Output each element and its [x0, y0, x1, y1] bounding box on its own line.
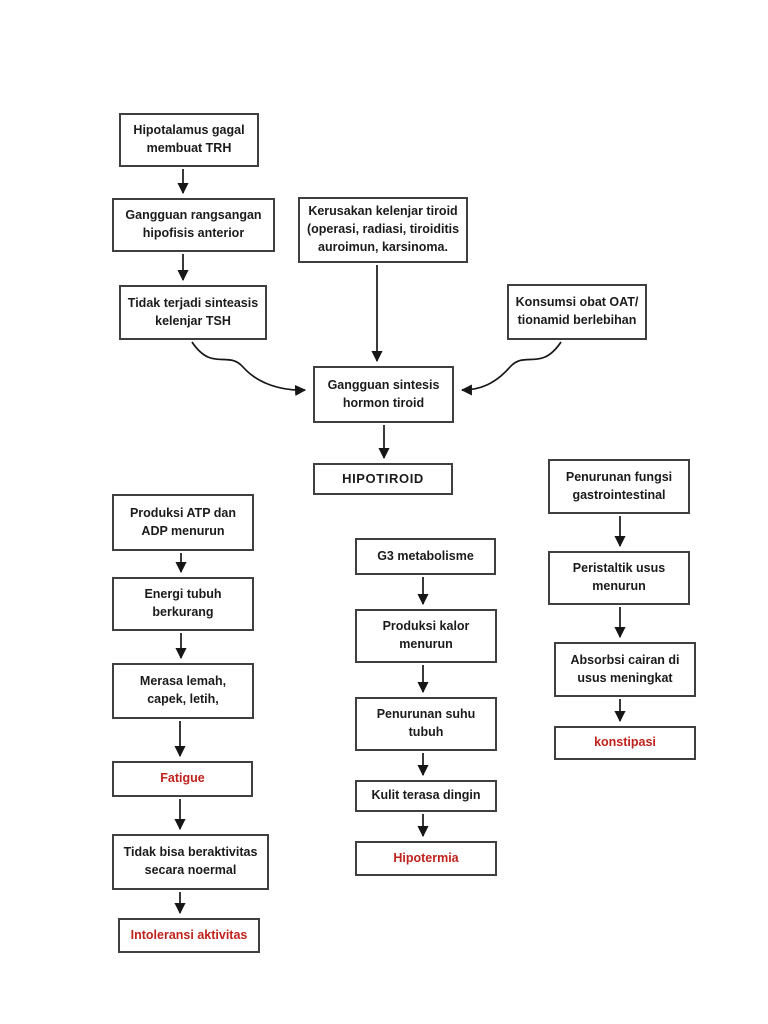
node-tidak-bisa-beraktivitas: Tidak bisa beraktivitas secara noermal — [112, 834, 269, 890]
node-hipotalamus-gagal-membuat-trh: Hipotalamus gagal membuat TRH — [119, 113, 259, 167]
node-merasa-lemah-capek-letih: Merasa lemah, capek, letih, — [112, 663, 254, 719]
node-gangguan-sintesis-hormon: Gangguan sintesis hormon tiroid — [313, 366, 454, 423]
arrow-connector-curved — [460, 341, 562, 396]
node-produksi-kalor-menurun: Produksi kalor menurun — [355, 609, 497, 663]
node-kulit-terasa-dingin: Kulit terasa dingin — [355, 780, 497, 812]
node-penurunan-suhu-tubuh: Penurunan suhu tubuh — [355, 697, 497, 751]
node-tidak-terjadi-sinteasis-tsh: Tidak terjadi sinteasis kelenjar TSH — [119, 285, 267, 340]
node-konstipasi: konstipasi — [554, 726, 696, 760]
node-absorbsi-cairan-usus: Absorbsi cairan di usus meningkat — [554, 642, 696, 697]
node-hipotiroid: HIPOTIROID — [313, 463, 453, 495]
node-g3-metabolisme: G3 metabolisme — [355, 538, 496, 575]
node-hipotermia: Hipotermia — [355, 841, 497, 876]
node-energi-tubuh-berkurang: Energi tubuh berkurang — [112, 577, 254, 631]
node-penurunan-fungsi-gastrointestinal: Penurunan fungsi gastrointestinal — [548, 459, 690, 514]
node-produksi-atp-adp-menurun: Produksi ATP dan ADP menurun — [112, 494, 254, 551]
node-gangguan-rangsangan-hipofisis: Gangguan rangsangan hipofisis anterior — [112, 198, 275, 252]
node-konsumsi-obat-oat: Konsumsi obat OAT/ tionamid berlebihan — [507, 284, 647, 340]
node-intoleransi-aktivitas: Intoleransi aktivitas — [118, 918, 260, 953]
node-peristaltik-usus-menurun: Peristaltik usus menurun — [548, 551, 690, 605]
node-fatigue: Fatigue — [112, 761, 253, 797]
arrow-connector-curved — [191, 341, 307, 396]
node-kerusakan-kelenjar-tiroid: Kerusakan kelenjar tiroid (operasi, radi… — [298, 197, 468, 263]
